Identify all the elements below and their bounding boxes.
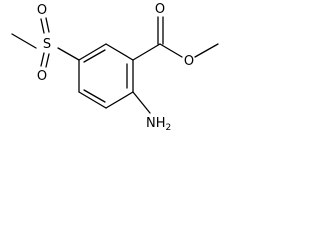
ring-bond-c5-c6: [105, 91, 134, 109]
amine-subscript-label: 2: [166, 123, 172, 133]
methyl-ester-group: O O: [132, 2, 219, 69]
bond-sulfur-oxygen-bottom-a: [40, 52, 45, 67]
sulfonyl-oxygen-top-label: O: [37, 3, 47, 18]
amine-nh-label: NH: [146, 116, 166, 131]
bond-sulfur-oxygen-top-b: [45, 17, 50, 33]
ring-bond-c1-c2: [105, 43, 134, 61]
bond-ring-carbonyl-carbon: [132, 43, 161, 61]
bond-ring-nitrogen: [132, 91, 151, 114]
chemical-structure-diagram: S O O O O NH2: [11, 2, 219, 133]
methylsulfonyl-group: S O O: [11, 3, 80, 84]
amine-label: NH2: [146, 116, 171, 133]
sulfur-label: S: [43, 37, 51, 52]
amino-group: NH2: [132, 91, 171, 133]
bond-ester-oxygen-methyl: [194, 43, 219, 58]
bond-carbonyl-ester-oxygen: [159, 43, 183, 58]
bond-sulfur-oxygen-top-a: [40, 18, 45, 34]
ring-double-bond-c4-c5: [83, 89, 106, 103]
benzene-ring: [78, 43, 134, 109]
carbonyl-oxygen-label: O: [155, 2, 165, 17]
bond-sulfur-methyl: [11, 33, 37, 49]
ring-bond-c2-c3: [78, 43, 107, 61]
ring-bond-c4-c5: [78, 91, 107, 109]
bond-ring-sulfur: [57, 47, 80, 61]
ring-double-bond-c2-c3: [83, 49, 106, 63]
sulfonyl-oxygen-bottom-label: O: [37, 69, 47, 84]
ester-oxygen-label: O: [184, 54, 194, 69]
bond-sulfur-oxygen-bottom-b: [45, 53, 50, 68]
